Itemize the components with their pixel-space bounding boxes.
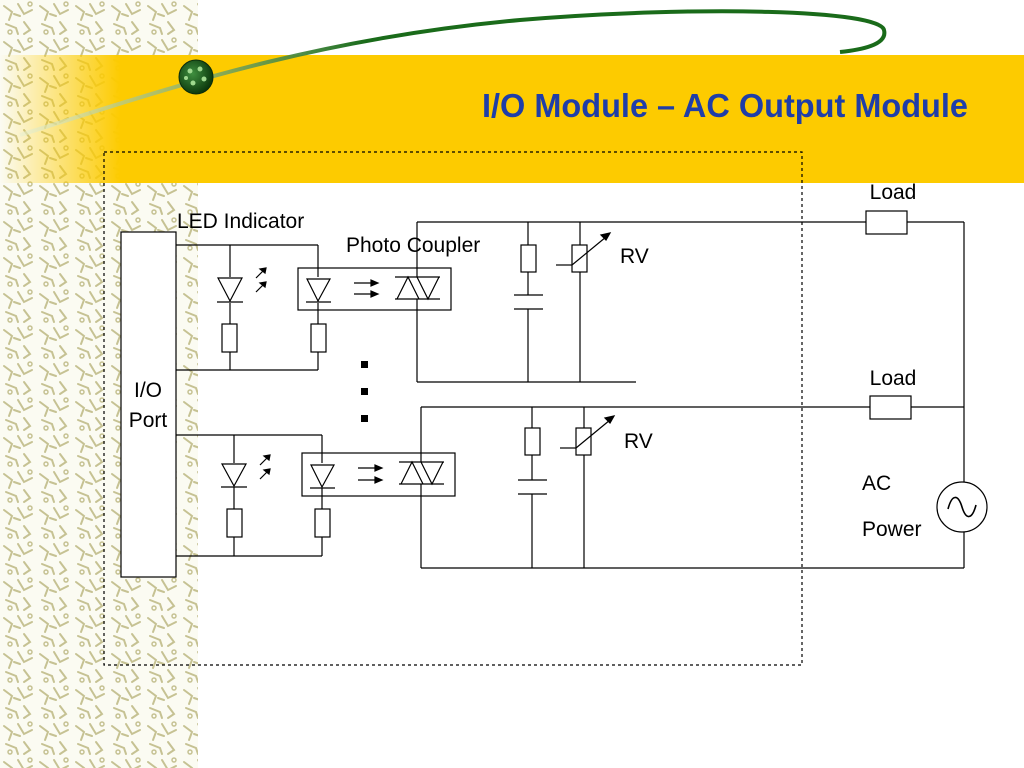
led-diode-icon [310, 464, 336, 489]
load-label-bottom: Load [870, 367, 917, 390]
swoosh-line [19, 9, 887, 137]
varistor-icon [560, 415, 616, 456]
globe-icon [178, 59, 214, 95]
resistor-icon [221, 323, 238, 353]
light-emission-arrows-icon [259, 454, 271, 480]
led-diode-icon [306, 278, 332, 303]
channel-bottom [176, 395, 964, 569]
resistor-icon [524, 427, 541, 456]
led-diode-icon [220, 463, 248, 488]
power-label: Power [862, 518, 922, 541]
io-port-label-line2: Port [129, 409, 168, 432]
resistor-icon [314, 508, 331, 538]
module-boundary [103, 151, 803, 666]
resistor-icon [310, 323, 327, 353]
led-diode-icon [217, 277, 243, 303]
title-band [130, 55, 1024, 183]
varistor-icon [556, 232, 612, 273]
photo-coupler-box [301, 452, 456, 497]
capacitor-icon [514, 294, 543, 310]
slide-title: I/O Module – AC Output Module [482, 87, 968, 124]
rv-label-top: RV [620, 245, 649, 268]
photo-coupler-box [297, 267, 452, 311]
coupling-arrows-icon [358, 464, 384, 484]
led-indicator-label: LED Indicator [177, 210, 304, 233]
continuation-dots [361, 361, 368, 422]
load-resistor-bottom [869, 395, 912, 420]
ac-label: AC [862, 472, 891, 495]
load-resistor-top [865, 210, 908, 235]
resistor-icon [226, 508, 243, 538]
load-label-top: Load [870, 181, 917, 204]
io-port-box [120, 231, 177, 578]
ac-source-icon [936, 481, 988, 533]
photo-coupler-label: Photo Coupler [346, 234, 480, 257]
io-port-label-line1: I/O [134, 379, 162, 402]
triac-icon [395, 275, 440, 301]
capacitor-icon [518, 479, 547, 495]
triac-icon [399, 460, 444, 486]
coupling-arrows-icon [354, 279, 380, 298]
resistor-icon [520, 244, 537, 273]
title-band-fade [0, 55, 200, 183]
rv-label-bottom: RV [624, 430, 653, 453]
channel-top [176, 210, 964, 383]
light-emission-arrows-icon [255, 267, 267, 293]
